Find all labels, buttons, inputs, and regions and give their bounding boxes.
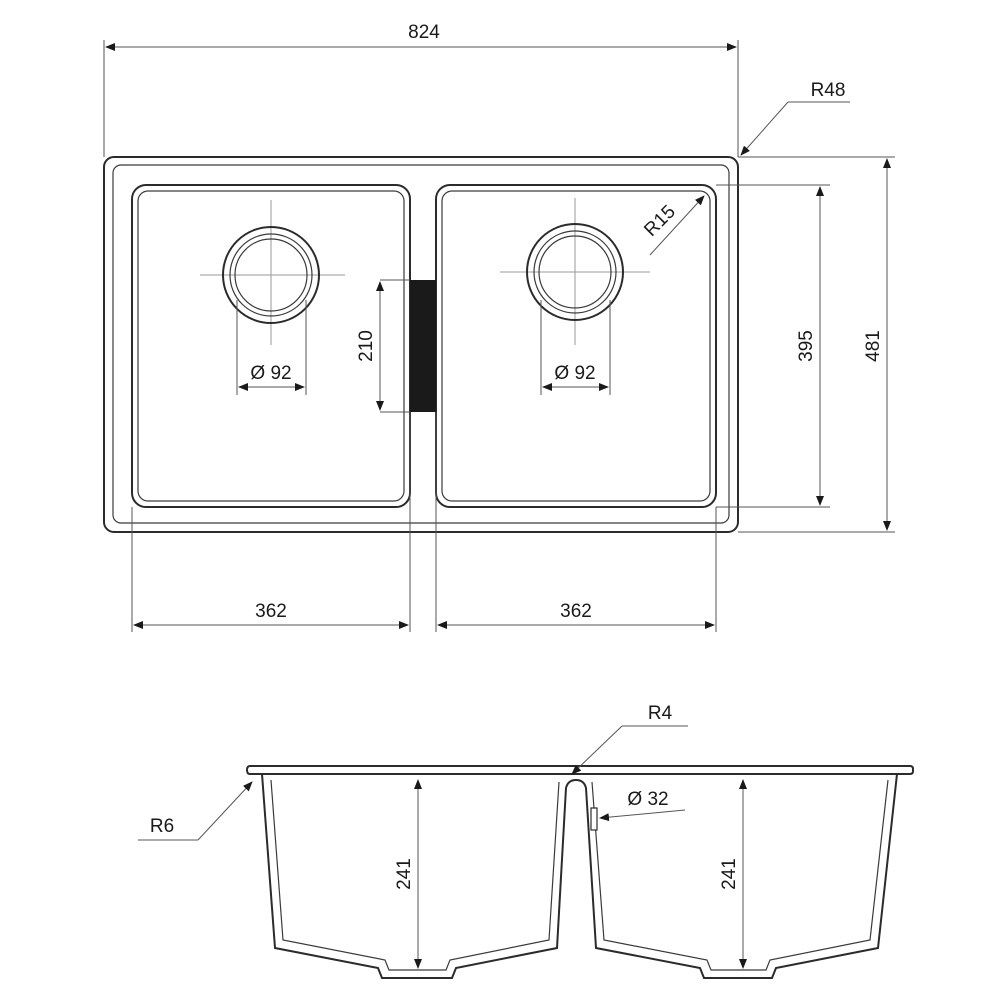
right-bowl-width-label: 362: [560, 601, 592, 622]
sink-inner-outline: [112, 164, 730, 524]
dim-left-bowl-width: 362: [131, 412, 411, 632]
dim-bowl-depth: 395: [716, 184, 830, 508]
bowl-depth-label: 395: [796, 330, 817, 362]
dim-divider-radius: R4: [571, 703, 688, 775]
divider-strip: [410, 280, 436, 412]
outer-radius-label: R48: [811, 80, 846, 101]
divider-length-label: 210: [356, 330, 377, 362]
dim-left-bowl-height: 241: [394, 779, 422, 969]
dim-overall-depth: 481: [738, 156, 895, 533]
right-bowl-inner-outline: [441, 190, 711, 502]
inner-radius-label: R15: [640, 201, 679, 240]
overall-width-label: 824: [408, 22, 440, 43]
dim-outer-radius: R48: [740, 80, 850, 156]
overall-depth-label: 481: [863, 330, 884, 362]
sink-outer-outline: [103, 156, 739, 533]
dim-overflow-diameter: Ø 32: [599, 789, 686, 822]
dim-overall-width: 824: [103, 22, 739, 157]
right-drain: [500, 198, 650, 345]
overflow-diameter-label: Ø 32: [627, 789, 668, 810]
right-drain-diameter-label: Ø 92: [554, 363, 595, 384]
left-bowl-width-label: 362: [255, 601, 287, 622]
dim-right-bowl-height: 241: [719, 779, 747, 969]
left-bowl-height-label: 241: [394, 858, 415, 890]
right-bowl-height-label: 241: [719, 858, 740, 890]
divider-radius-label: R4: [648, 703, 673, 724]
right-bowl-outline: [435, 184, 717, 508]
left-bowl-section-outer: [261, 773, 898, 979]
dim-left-drain-diameter: Ø 92: [236, 300, 307, 395]
left-bowl-inner-outline: [137, 190, 405, 502]
dim-divider-length: 210: [356, 279, 410, 413]
dim-rim-radius: R6: [138, 781, 253, 841]
top-view: 824 R48 R15 395 481: [103, 22, 895, 632]
rim-radius-label: R6: [150, 816, 174, 837]
left-bowl-section-inner: [270, 779, 560, 971]
rim-top-line: [245, 765, 914, 775]
left-drain: [200, 200, 345, 345]
section-view: R4 R6 Ø 32 241 241: [138, 703, 914, 979]
right-bowl-section-inner: [591, 779, 889, 971]
dim-right-bowl-width: 362: [435, 412, 717, 632]
dim-right-drain-diameter: Ø 92: [540, 300, 611, 395]
left-drain-diameter-label: Ø 92: [250, 363, 291, 384]
dim-inner-radius: R15: [640, 195, 705, 256]
overflow-hole: [590, 807, 598, 831]
